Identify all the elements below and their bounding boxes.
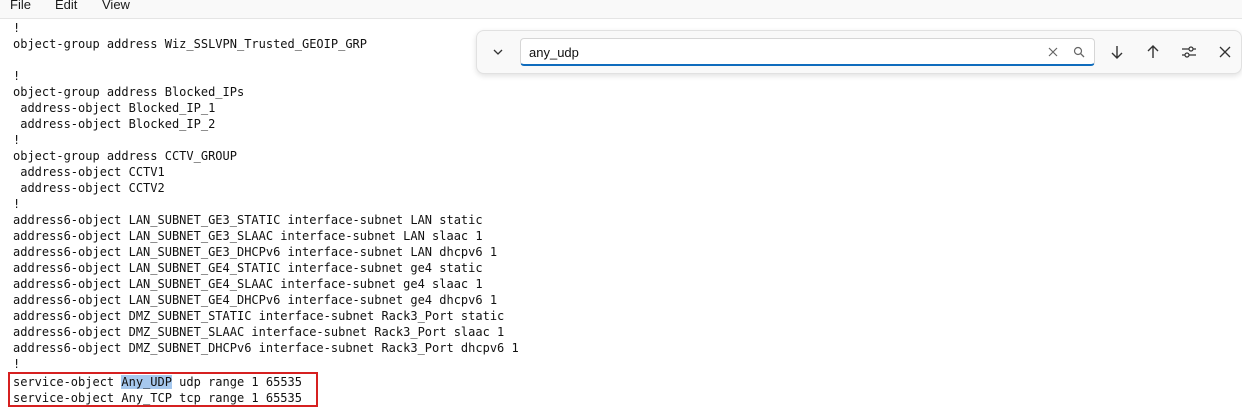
match-suffix: udp range 1 65535 [171, 375, 302, 389]
find-input-box [520, 38, 1095, 66]
editor-line: address6-object DMZ_SUBNET_STATIC interf… [13, 309, 505, 323]
editor-line: ! [13, 357, 21, 371]
editor-line: ! [13, 197, 21, 211]
editor-line: address6-object LAN_SUBNET_GE3_DHCPv6 in… [13, 245, 498, 259]
editor-line: address-object Blocked_IP_1 [13, 101, 216, 115]
menu-file[interactable]: File [10, 0, 31, 12]
menu-edit[interactable]: Edit [55, 0, 78, 12]
find-panel [476, 30, 1242, 74]
arrow-up-icon[interactable] [1139, 38, 1167, 66]
match-prefix: service-object [13, 375, 122, 389]
editor-line: address-object CCTV2 [13, 181, 165, 195]
editor-line: object-group address Blocked_IPs [13, 85, 245, 99]
editor-line: ! [13, 69, 21, 83]
editor-line: object-group address Wiz_SSLVPN_Trusted_… [13, 37, 368, 51]
editor-line: address6-object LAN_SUBNET_GE3_SLAAC int… [13, 229, 483, 243]
editor-line: address6-object LAN_SUBNET_GE3_STATIC in… [13, 213, 483, 227]
search-input[interactable] [529, 43, 1029, 61]
close-icon[interactable] [1046, 45, 1060, 59]
close-icon[interactable] [1211, 38, 1239, 66]
editor-line: address6-object DMZ_SUBNET_SLAAC interfa… [13, 325, 505, 339]
search-match-highlight: Any_UDP [121, 375, 172, 389]
text-editor[interactable]: ! object-group address Wiz_SSLVPN_Truste… [0, 19, 1242, 410]
editor-line: service-object Any_TCP tcp range 1 65535 [13, 391, 302, 405]
editor-line: object-group address CCTV_GROUP [13, 149, 237, 163]
options-sliders-icon[interactable] [1175, 38, 1203, 66]
editor-line: address6-object LAN_SUBNET_GE4_STATIC in… [13, 261, 483, 275]
editor-line: ! [13, 133, 21, 147]
menu-bar: File Edit View [0, 0, 1242, 19]
search-icon[interactable] [1072, 45, 1086, 59]
menu-view[interactable]: View [102, 0, 130, 12]
editor-line: address6-object DMZ_SUBNET_DHCPv6 interf… [13, 341, 519, 355]
chevron-down-icon[interactable] [484, 38, 512, 66]
arrow-down-icon[interactable] [1103, 38, 1131, 66]
editor-line-match: service-object Any_UDP udp range 1 65535 [13, 374, 302, 390]
annotation-highlight-box [8, 372, 318, 407]
editor-line: address-object Blocked_IP_2 [13, 117, 216, 131]
editor-line: address6-object LAN_SUBNET_GE4_SLAAC int… [13, 277, 483, 291]
editor-line: address-object CCTV1 [13, 165, 165, 179]
editor-line: ! [13, 21, 21, 35]
editor-line: address6-object LAN_SUBNET_GE4_DHCPv6 in… [13, 293, 498, 307]
